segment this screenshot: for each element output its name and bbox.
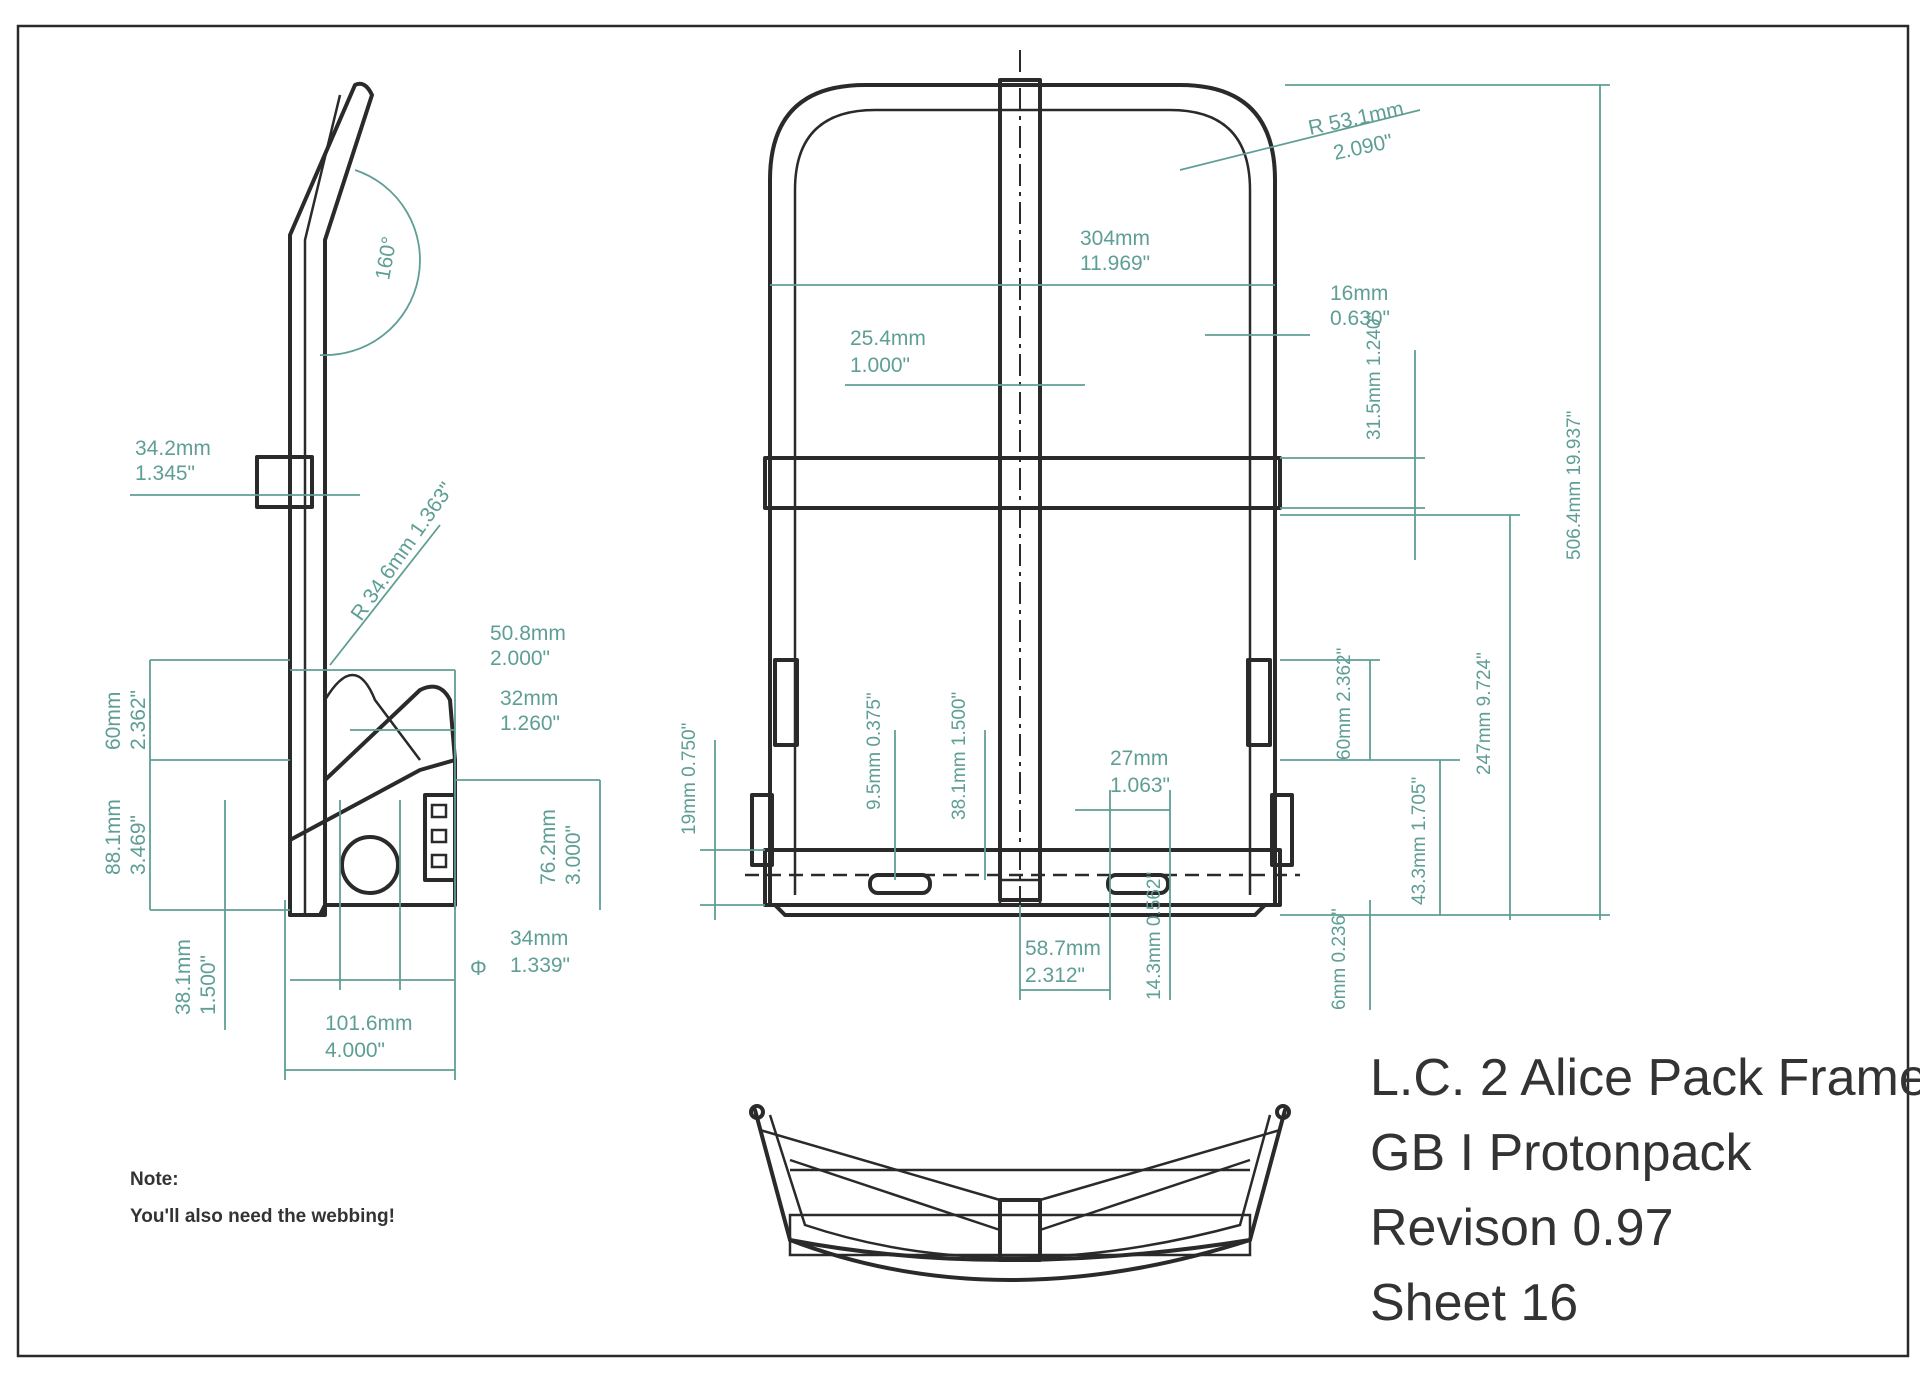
title-line-2: GB I Protonpack [1370,1124,1753,1182]
dim-34-2in: 1.345" [135,462,195,485]
dim-r34-6: R 34.6mm 1.363" [346,478,458,624]
dim-34-2mm: 34.2mm [135,437,211,460]
title-line-1: L.C. 2 Alice Pack Frame [1370,1049,1920,1107]
dim-506: 506.4mm 19.937" [1564,411,1585,560]
note-label: Note: [130,1169,179,1190]
dim-6: 6mm 0.236" [1329,908,1350,1010]
dim-76-2mm: 76.2mm [537,809,560,885]
sheet-border [16,24,1910,1358]
dim-76-2in: 3.000" [562,825,585,885]
side-view: 160° 34.2mm 1.345" R 34.6mm 1.363" 50.8m… [102,81,601,1080]
dim-34mm: 34mm [510,927,568,950]
dim-9-5: 9.5mm 0.375" [864,692,885,810]
dim-101-6in: 4.000" [325,1039,385,1062]
dim-r53mm: R 53.1mm [1306,97,1406,140]
dim-88-1mm: 88.1mm [102,799,125,875]
dim-32mm: 32mm [500,687,558,710]
dim-58-7in: 2.312" [1025,964,1085,987]
dim-60-right: 60mm 2.362" [1334,648,1355,760]
title-line-3: Revison 0.97 [1370,1199,1674,1257]
dim-304in: 11.969" [1080,252,1150,275]
dim-88-1in: 3.469" [127,815,150,875]
dim-50-8mm: 50.8mm [490,622,566,645]
dim-27mm: 27mm [1110,747,1168,770]
dim-43-3: 43.3mm 1.705" [1409,777,1430,905]
dim-25-4in: 1.000" [850,354,910,377]
dim-r53in: 2.090" [1331,130,1394,165]
dim-101-6mm: 101.6mm [325,1012,413,1035]
dim-38-1in: 1.500" [197,955,220,1015]
dim-31-5: 31.5mm 1.240" [1364,312,1385,440]
dim-14-3: 14.3mm 0.562" [1144,872,1165,1000]
dim-247: 247mm 9.724" [1474,652,1495,775]
dim-50-8in: 2.000" [490,647,550,670]
dim-60mm: 60mm [102,692,125,750]
dim-38-1mm: 38.1mm [172,939,195,1015]
dim-phi: Φ [470,957,487,980]
note-text: You'll also need the webbing! [130,1206,395,1227]
dim-38-1-front: 38.1mm 1.500" [949,692,970,820]
dim-32in: 1.260" [500,712,560,735]
bottom-view [749,1104,1291,1282]
dim-16in: 0.630" [1330,307,1390,330]
title-line-4: Sheet 16 [1370,1274,1578,1332]
dim-25-4mm: 25.4mm [850,327,926,350]
dim-34in: 1.339" [510,954,570,977]
dim-304mm: 304mm [1080,227,1150,250]
dim-16mm: 16mm [1330,282,1388,305]
dim-58-7mm: 58.7mm [1025,937,1101,960]
angle-label: 160° [371,235,401,282]
dim-27in: 1.063" [1110,774,1170,797]
dim-19: 19mm 0.750" [679,723,700,835]
front-view: R 53.1mm 2.090" 304mm 11.969" 25.4mm 1.0… [679,50,1610,1010]
dim-60in: 2.362" [127,690,150,750]
